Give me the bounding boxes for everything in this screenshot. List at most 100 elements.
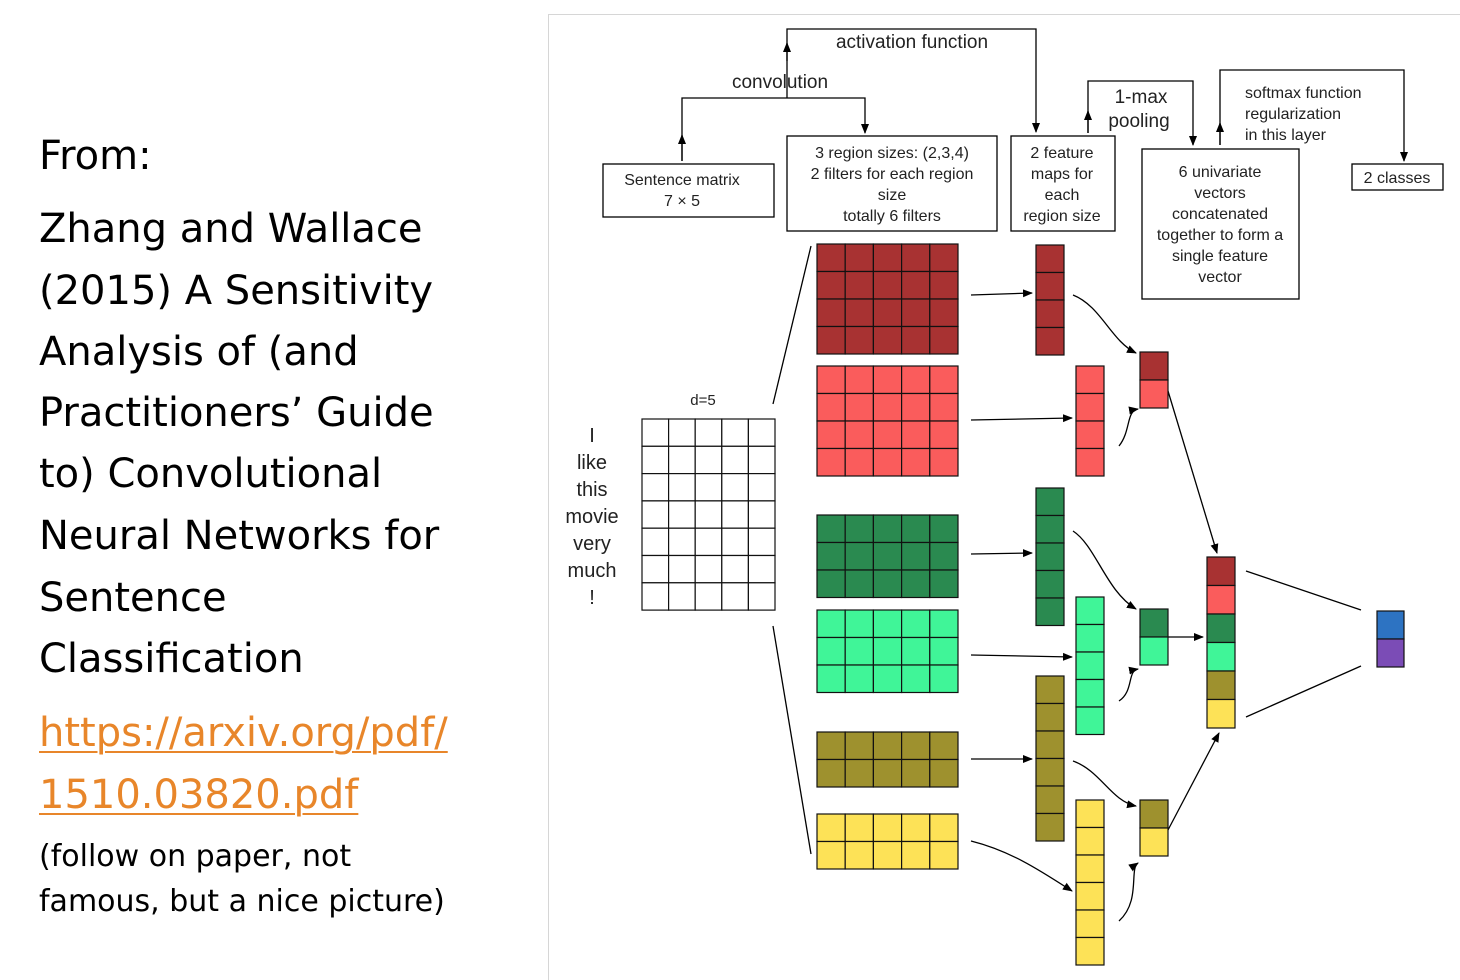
feature-map-region4-b bbox=[1075, 365, 1105, 477]
box-label: 2 classes bbox=[1364, 170, 1431, 187]
sentence-word: ! bbox=[589, 587, 595, 609]
concat-vector-cell bbox=[1206, 556, 1236, 587]
univariate-vectors-box: 6 univariate vectors concatenated togeth… bbox=[1141, 148, 1300, 300]
softmax-label: in this layer bbox=[1245, 127, 1327, 144]
map-to-pooled bbox=[1072, 530, 1137, 610]
filter-region4-b bbox=[816, 365, 959, 477]
sentence-word: movie bbox=[565, 506, 618, 528]
paper-title-line: Practitioners’ Guide bbox=[39, 390, 434, 436]
paper-title-line: Classification bbox=[39, 636, 304, 682]
filter-region4-a bbox=[816, 243, 959, 355]
pooled-region3-top bbox=[1139, 608, 1169, 638]
concat-vector-cell bbox=[1206, 698, 1236, 729]
activation-bracket bbox=[786, 28, 1040, 133]
feature-map-region2-a bbox=[1035, 675, 1065, 842]
box-label: Sentence matrix bbox=[624, 172, 740, 189]
map-to-pooled bbox=[1072, 760, 1137, 809]
fan-line-top bbox=[772, 245, 812, 405]
softmax-bracket bbox=[1219, 69, 1408, 162]
connector-lines bbox=[678, 28, 1408, 922]
box-label: 2 feature bbox=[1030, 145, 1093, 162]
pooled-region3-bot bbox=[1139, 636, 1169, 666]
pooled-region4-bot bbox=[1139, 379, 1169, 409]
filter-region2-a bbox=[816, 731, 959, 788]
dimension-label: d=5 bbox=[690, 392, 715, 409]
concat-vector-cell bbox=[1206, 584, 1236, 615]
box-label: 7 × 5 bbox=[664, 193, 700, 210]
box-label: single feature bbox=[1172, 248, 1268, 265]
filter-to-map bbox=[970, 652, 1073, 661]
feature-map-region3-a bbox=[1035, 487, 1065, 627]
maxpool-bracket bbox=[1087, 80, 1197, 146]
box-label: maps for bbox=[1031, 166, 1094, 183]
feature-map-region4-a bbox=[1035, 244, 1065, 356]
box-label: vectors bbox=[1194, 185, 1246, 202]
note-line: famous, but a nice picture) bbox=[39, 884, 445, 919]
softmax-label: softmax function bbox=[1245, 85, 1362, 102]
map-to-pooled bbox=[1072, 294, 1137, 354]
region-sizes-box: 3 region sizes: (2,3,4) 2 filters for ea… bbox=[786, 135, 998, 232]
feature-map-region2-b bbox=[1075, 799, 1105, 966]
filter-region3-b bbox=[816, 609, 959, 694]
output-class-2 bbox=[1376, 638, 1405, 668]
concat-vector-cell bbox=[1206, 641, 1236, 672]
concat-to-output bbox=[1245, 570, 1362, 611]
box-label: 6 univariate bbox=[1179, 164, 1262, 181]
matrix-grids bbox=[641, 243, 1405, 966]
cnn-diagram: Sentence matrix 7 × 5 3 region sizes: (2… bbox=[565, 28, 1444, 966]
max-pooling-label: pooling bbox=[1108, 111, 1169, 132]
sentence-matrix-grid bbox=[641, 418, 776, 611]
concat-to-output bbox=[1245, 665, 1362, 718]
filter-to-map bbox=[970, 549, 1033, 558]
feature-maps-box: 2 feature maps for each region size bbox=[1010, 135, 1116, 232]
softmax-label: regularization bbox=[1245, 106, 1341, 123]
paper-title-line: to) Convolutional bbox=[39, 451, 383, 497]
sentence-word: like bbox=[577, 452, 607, 474]
box-label: size bbox=[878, 187, 907, 204]
filter-to-map bbox=[970, 289, 1033, 298]
convolution-bracket bbox=[681, 97, 869, 161]
box-label: 3 region sizes: (2,3,4) bbox=[815, 145, 969, 162]
filter-to-map bbox=[970, 414, 1073, 423]
max-pooling-label: 1-max bbox=[1115, 87, 1168, 108]
box-label: 2 filters for each region bbox=[811, 166, 974, 183]
box-label: totally 6 filters bbox=[843, 208, 941, 225]
paper-title-line: Zhang and Wallace bbox=[39, 206, 423, 252]
sentence-words: I like this movie very much ! bbox=[565, 425, 618, 609]
sentence-matrix-box: Sentence matrix 7 × 5 bbox=[602, 163, 775, 218]
pooled-region4-top bbox=[1139, 351, 1169, 381]
sentence-word: very bbox=[573, 533, 611, 555]
convolution-label: convolution bbox=[732, 72, 828, 93]
classes-box: 2 classes bbox=[1351, 163, 1444, 191]
fan-line-bottom bbox=[772, 625, 812, 855]
feature-map-region3-b bbox=[1075, 596, 1105, 736]
filter-to-map bbox=[970, 840, 1073, 892]
pooled-region2-bot bbox=[1139, 827, 1169, 857]
box-label: region size bbox=[1023, 208, 1100, 225]
pooled-to-concat bbox=[1167, 732, 1220, 831]
filter-region2-b bbox=[816, 813, 959, 870]
sentence-word: this bbox=[576, 479, 607, 501]
paper-title-line: Neural Networks for bbox=[39, 513, 440, 559]
output-class-1 bbox=[1376, 610, 1405, 640]
box-label: each bbox=[1045, 187, 1080, 204]
citation-panel: From: Zhang and Wallace (2015) A Sensiti… bbox=[0, 0, 548, 980]
sentence-word: I bbox=[589, 425, 595, 447]
filter-region3-a bbox=[816, 514, 959, 599]
concat-vector-cell bbox=[1206, 613, 1236, 644]
pooled-region2-top bbox=[1139, 799, 1169, 829]
map-to-pooled bbox=[1118, 406, 1139, 447]
activation-function-label: activation function bbox=[836, 32, 988, 53]
concat-vector-cell bbox=[1206, 670, 1236, 701]
paper-link[interactable]: https://arxiv.org/pdf/ bbox=[39, 710, 448, 756]
map-to-pooled bbox=[1118, 666, 1139, 702]
note-line: (follow on paper, not bbox=[39, 839, 352, 874]
box-label: concatenated bbox=[1172, 206, 1268, 223]
pooled-to-concat bbox=[1167, 390, 1219, 554]
paper-link[interactable]: 1510.03820.pdf bbox=[39, 772, 359, 818]
paper-title-line: Sentence bbox=[39, 575, 227, 621]
box-label: together to form a bbox=[1157, 227, 1283, 244]
cnn-diagram-figure: Sentence matrix 7 × 5 3 region sizes: (2… bbox=[548, 14, 1460, 980]
paper-title-line: Analysis of (and bbox=[39, 329, 359, 375]
from-label: From: bbox=[39, 133, 152, 179]
